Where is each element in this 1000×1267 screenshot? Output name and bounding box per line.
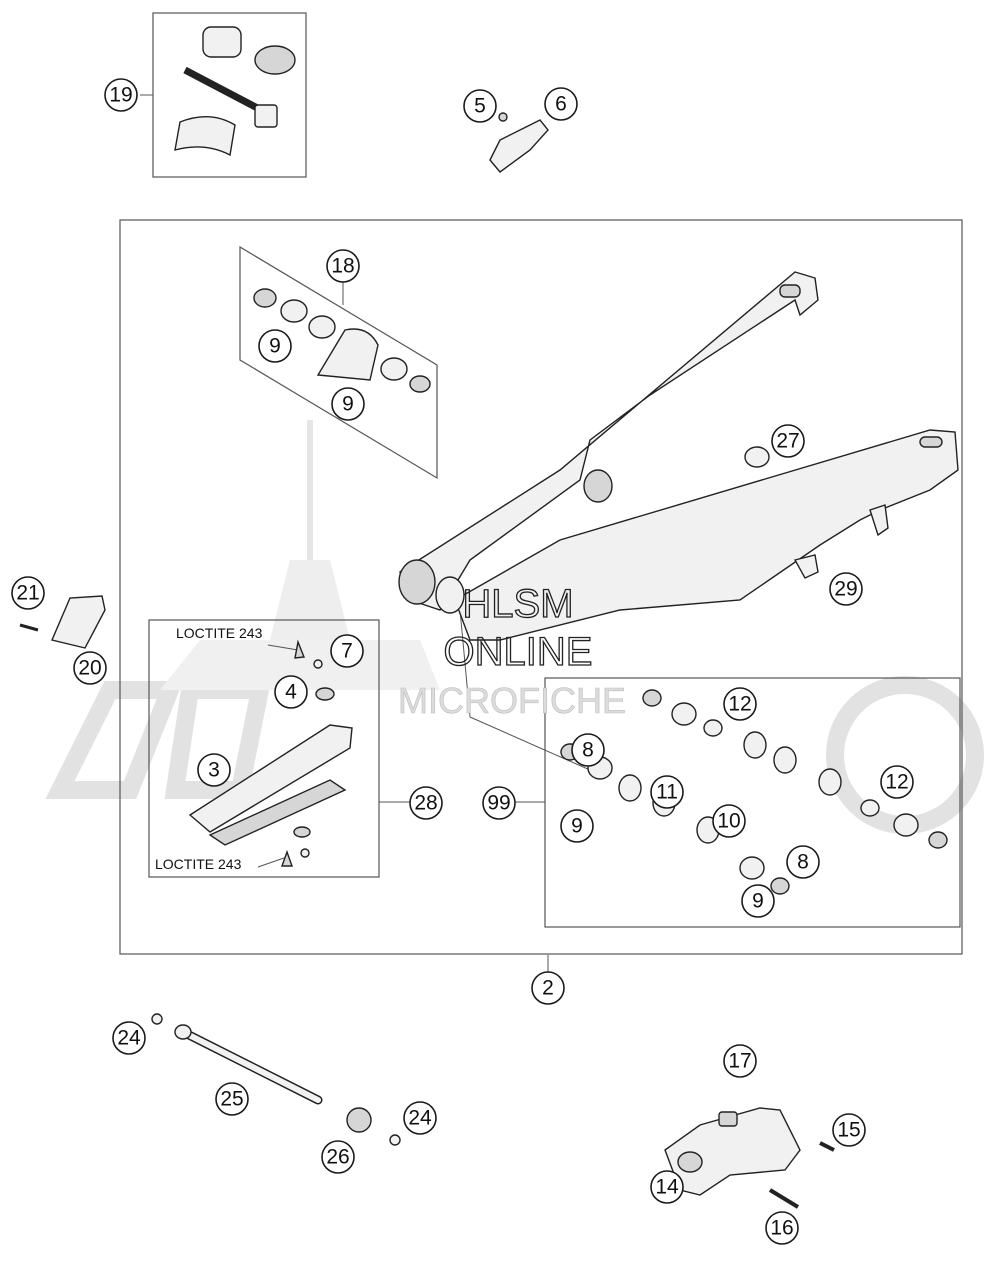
axle-parts: [151, 1013, 401, 1146]
watermark-line-3: MICROFICHE: [398, 680, 626, 721]
callout-label: 26: [326, 1146, 349, 1169]
callout-label: 19: [109, 84, 132, 107]
callout-c18[interactable]: 18: [326, 249, 360, 283]
callout-c12b[interactable]: 12: [880, 765, 914, 799]
callout-c21[interactable]: 21: [11, 576, 45, 610]
callout-label: 29: [834, 578, 857, 601]
callout-label: 8: [582, 739, 594, 762]
leader-lines: [140, 94, 591, 972]
callout-label: 3: [208, 759, 220, 782]
callout-c14[interactable]: 14: [650, 1170, 684, 1204]
loctite-note-bottom: LOCTITE 243: [155, 856, 242, 872]
callout-c9b[interactable]: 9: [331, 387, 365, 421]
callout-label: 24: [408, 1107, 432, 1130]
callout-label: 24: [117, 1027, 141, 1050]
callout-c8b[interactable]: 8: [786, 845, 820, 879]
callout-label: 9: [342, 393, 354, 416]
callout-label: 27: [776, 430, 799, 453]
callout-c8a[interactable]: 8: [571, 733, 605, 767]
chain-slider-frame: [148, 619, 380, 878]
callout-label: 25: [220, 1088, 243, 1111]
callout-label: 11: [656, 781, 678, 804]
callout-c2[interactable]: 2: [531, 971, 565, 1005]
callout-c10[interactable]: 10: [712, 804, 746, 838]
swingarm: [398, 271, 959, 641]
bolt-kit-parts: [174, 26, 296, 157]
callout-label: 4: [285, 681, 297, 704]
callout-c99[interactable]: 99: [482, 786, 516, 820]
callout-label: 21: [16, 582, 39, 605]
callout-label: 9: [752, 890, 764, 913]
callout-c19[interactable]: 19: [104, 78, 138, 112]
callout-label: 14: [655, 1176, 679, 1199]
callout-label: 18: [331, 255, 354, 278]
callout-c15[interactable]: 15: [832, 1113, 866, 1147]
chain-slider-parts: [188, 639, 353, 867]
clip-parts: [489, 112, 549, 173]
swingarm-group-frame: [119, 219, 963, 955]
callout-c4[interactable]: 4: [274, 675, 308, 709]
callout-label: 8: [797, 851, 809, 874]
callout-c11[interactable]: 11: [650, 775, 684, 809]
callout-c20[interactable]: 20: [73, 651, 107, 685]
callout-label: 9: [571, 815, 583, 838]
watermark-line-1: HLSM: [462, 582, 573, 626]
callout-c9c[interactable]: 9: [560, 809, 594, 843]
callout-label: 6: [555, 93, 567, 116]
watermark-line-2: ONLINE: [444, 630, 593, 674]
callout-c24b[interactable]: 24: [403, 1101, 437, 1135]
callout-c27[interactable]: 27: [771, 424, 805, 458]
callout-label: 15: [837, 1119, 860, 1142]
callout-c26[interactable]: 26: [321, 1140, 355, 1174]
chain-guide-parts: [664, 1107, 835, 1209]
callout-c29[interactable]: 29: [829, 572, 863, 606]
callout-label: 7: [341, 640, 353, 663]
callout-label: 99: [487, 792, 510, 815]
chain-guard-parts: [19, 595, 106, 649]
callout-c3[interactable]: 3: [197, 753, 231, 787]
callout-label: 12: [885, 771, 908, 794]
callout-c5[interactable]: 5: [463, 89, 497, 123]
callout-label: 10: [717, 810, 740, 833]
callout-label: 2: [542, 977, 554, 1000]
callout-label: 16: [770, 1217, 793, 1240]
pivot-kit-frame: [239, 245, 438, 480]
callout-label: 17: [728, 1050, 751, 1073]
callout-c16[interactable]: 16: [765, 1211, 799, 1245]
callout-label: 5: [474, 95, 486, 118]
callout-c17[interactable]: 17: [723, 1044, 757, 1078]
callout-c6[interactable]: 6: [544, 87, 578, 121]
callout-label: 20: [78, 657, 101, 680]
callout-label: 9: [269, 335, 281, 358]
callout-label: 28: [414, 792, 437, 815]
callout-c7[interactable]: 7: [330, 634, 364, 668]
callout-label: 12: [728, 693, 751, 716]
callout-c25[interactable]: 25: [215, 1082, 249, 1116]
loctite-note-top: LOCTITE 243: [176, 625, 263, 641]
callout-c9a[interactable]: 9: [258, 329, 292, 363]
pivot-kit-parts: [253, 288, 431, 393]
callout-c9d[interactable]: 9: [741, 884, 775, 918]
callout-c28[interactable]: 28: [409, 786, 443, 820]
callout-c12a[interactable]: 12: [723, 687, 757, 721]
watermark: HLSM ONLINE MICROFICHE: [398, 581, 627, 721]
callout-c24a[interactable]: 24: [112, 1021, 146, 1055]
